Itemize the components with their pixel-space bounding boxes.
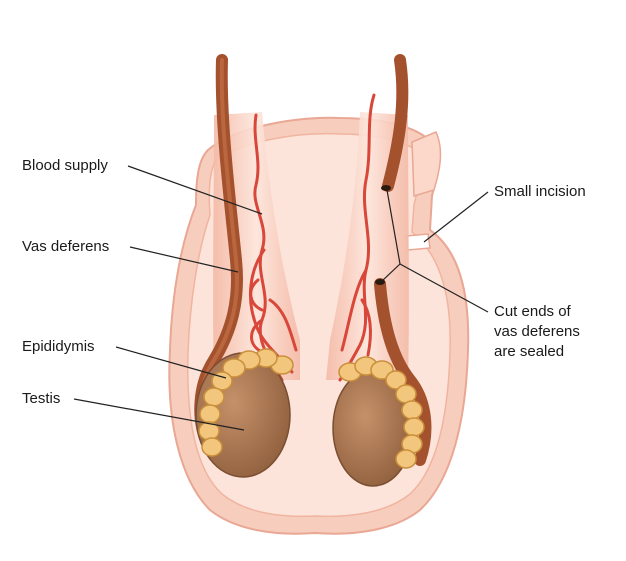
leader-epididymis [115,346,227,379]
skin-flap [411,131,442,197]
label-blood-supply: Blood supply [22,157,108,174]
incision-slit [405,233,431,251]
right-vas-upper-segment [382,54,409,192]
label-testis: Testis [22,390,61,407]
label-cut-ends: Cut ends of vas deferens are sealed [494,302,580,362]
leader-small-incision [423,191,489,243]
label-cut-ends-line2: vas deferens [494,323,580,340]
leader-cut-ends-a [399,263,489,313]
leader-blood-supply [127,165,263,215]
leader-vas-deferens [129,246,239,273]
leader-testis [73,398,245,431]
leader-cut-ends-b [386,189,401,265]
leader-cut-ends-c [380,263,401,283]
right-vas-lower-segment [374,278,432,466]
label-epididymis: Epididymis [22,338,95,355]
label-cut-ends-line1: Cut ends of [494,303,571,320]
right-blood-vessels [338,93,376,382]
label-vas-deferens: Vas deferens [22,238,110,255]
left-epididymis [198,348,294,457]
right-epididymis [338,356,425,469]
leader-lines [73,165,489,431]
label-small-incision: Small incision [494,183,586,200]
label-cut-ends-line3: are sealed [494,343,565,360]
cut-end-upper [381,185,391,191]
